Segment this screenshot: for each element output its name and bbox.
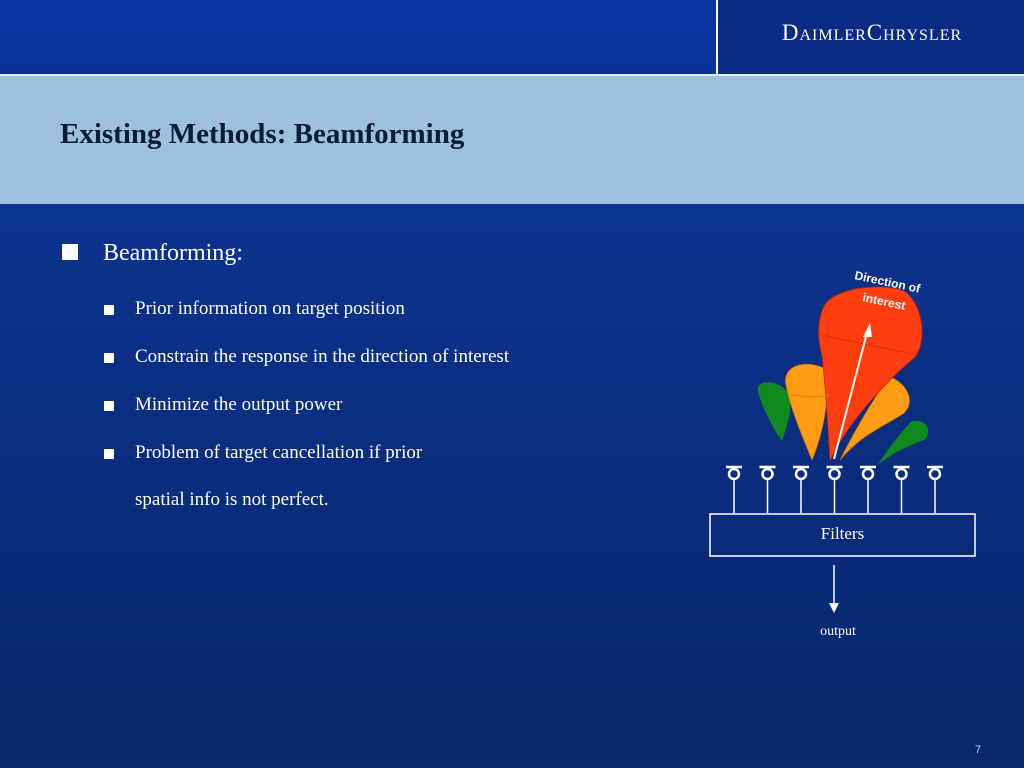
sub-bullet-text: Minimize the output power [135, 394, 343, 415]
microphone-icon [726, 465, 742, 513]
sub-bullet-text: Prior information on target position [135, 298, 405, 319]
output-arrow-head [829, 603, 839, 613]
microphone-icon [759, 465, 776, 513]
microphone-icon [927, 465, 943, 513]
microphone-icon [826, 465, 843, 513]
microphone-icon [793, 465, 809, 513]
bullet-square-icon [104, 401, 114, 411]
beam-right-outer [878, 420, 929, 465]
filters-label: Filters [821, 524, 864, 543]
sub-bullet-continuation: spatial info is not perfect. [135, 489, 329, 510]
microphone-array [726, 465, 943, 513]
page-number: 7 [974, 744, 982, 756]
filters-box [709, 513, 976, 557]
sub-bullet-text: Problem of target cancellation if prior [135, 442, 423, 463]
beam-main-seam [821, 334, 919, 356]
bullet-square-icon [104, 353, 114, 363]
microphone-icon [860, 465, 876, 513]
sub-bullet-text: Constrain the response in the direction … [135, 346, 510, 367]
direction-arrow-head [863, 323, 872, 337]
brand-box: DaimlerChrysler [716, 0, 1024, 74]
brand-logo: DaimlerChrysler [781, 20, 963, 45]
microphone-icon [893, 465, 910, 513]
main-bullet: Beamforming: [103, 240, 243, 266]
beam-right-side [839, 376, 910, 461]
beam-left-outer [757, 382, 791, 441]
direction-arrow [833, 328, 869, 460]
slide-title: Existing Methods: Beamforming [60, 118, 465, 150]
title-bar: Existing Methods: Beamforming [0, 74, 1024, 204]
bullet-square-icon [104, 305, 114, 315]
bullet-square-icon [104, 449, 114, 459]
bullet-square-icon [62, 244, 78, 260]
header-bar: DaimlerChrysler [0, 0, 1024, 74]
output-label: output [820, 624, 856, 639]
beam-left-side [785, 363, 828, 462]
beamforming-diagram: Direction of interest [709, 268, 976, 639]
beam-side-seam [789, 394, 831, 397]
